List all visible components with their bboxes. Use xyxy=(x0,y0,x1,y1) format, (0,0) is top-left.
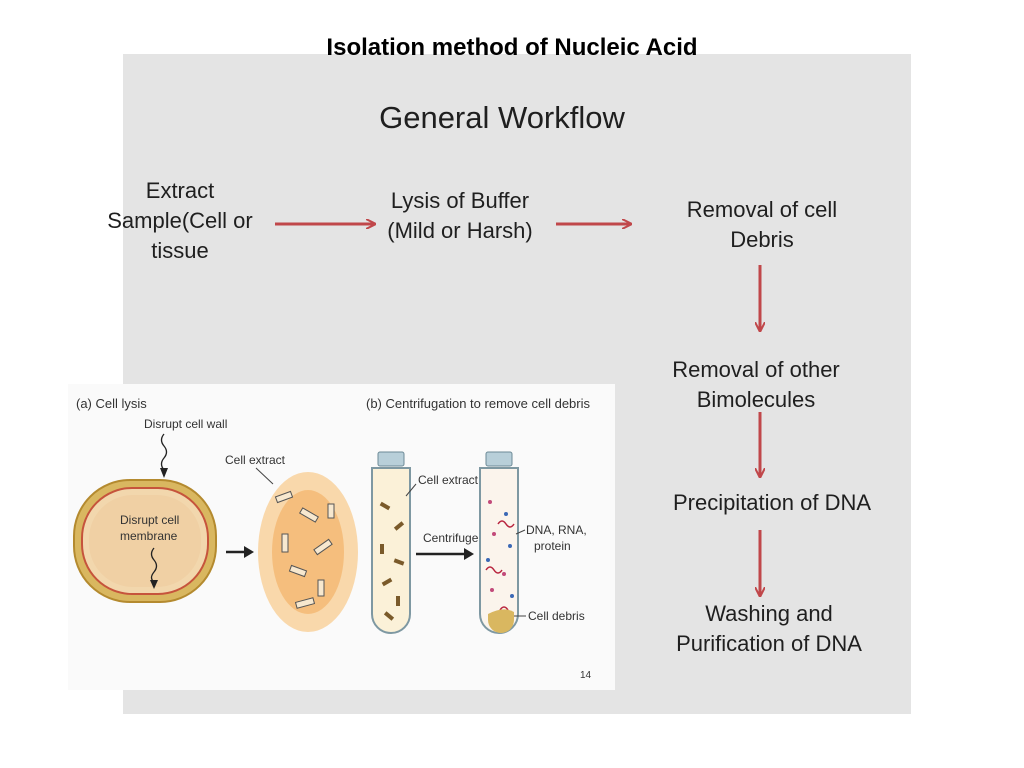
label-dna-rna-2: protein xyxy=(534,539,571,553)
slide-title: Isolation method of Nucleic Acid xyxy=(326,34,698,61)
step-washing-purification: Washing and Purification of DNA xyxy=(676,601,862,656)
label-cell-debris: Cell debris xyxy=(528,609,585,623)
step-extract-sample: Extract Sample(Cell or tissue xyxy=(107,178,253,263)
label-cell-extract-tube: Cell extract xyxy=(418,473,479,487)
cell-lysis-illustration: (a) Cell lysis Disrupt cell wall Disrupt… xyxy=(68,384,615,690)
cell-diagram xyxy=(73,479,217,603)
step-lysis-buffer: Lysis of Buffer (Mild or Harsh) xyxy=(387,188,533,243)
label-centrifugation: (b) Centrifugation to remove cell debris xyxy=(366,396,590,411)
label-cell-extract: Cell extract xyxy=(225,453,286,467)
label-disrupt-membrane-1: Disrupt cell xyxy=(120,513,179,527)
step-removal-cell-debris: Removal of cell Debris xyxy=(686,197,838,252)
label-dna-rna-1: DNA, RNA, xyxy=(526,523,587,537)
page-number: 14 xyxy=(580,670,592,681)
label-disrupt-wall: Disrupt cell wall xyxy=(144,417,227,431)
label-cell-lysis: (a) Cell lysis xyxy=(76,396,147,411)
tube-before xyxy=(371,451,411,634)
tube-after xyxy=(479,451,519,634)
workflow-heading: General Workflow xyxy=(379,100,625,135)
cell-extract-blob xyxy=(258,472,358,632)
step-removal-biomolecules: Removal of other Bimolecules xyxy=(672,357,840,412)
step-precipitation-dna: Precipitation of DNA xyxy=(672,490,872,515)
label-centrifuge: Centrifuge xyxy=(423,531,479,545)
label-disrupt-membrane-2: membrane xyxy=(120,529,178,543)
